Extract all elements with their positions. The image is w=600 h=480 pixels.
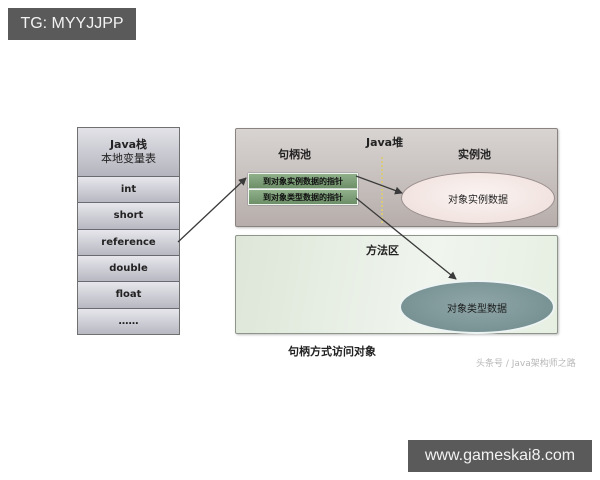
stack-cell-ellipsis: ……: [78, 308, 179, 334]
instance-pointer-box: 到对象实例数据的指针: [248, 173, 358, 189]
stack-cell-short: short: [78, 203, 179, 230]
type-data-label: 对象类型数据: [447, 303, 507, 315]
stack-subtitle: 本地变量表: [101, 152, 156, 165]
type-pointer-box: 到对象类型数据的指针: [248, 189, 358, 205]
diagram-caption: 句柄方式访问对象: [288, 345, 376, 358]
java-heap: Java堆 句柄池 实例池 到对象实例数据的指针 到对象类型数据的指针 对象实例…: [235, 128, 558, 227]
stack-header: Java栈 本地变量表: [78, 128, 179, 177]
instance-pool-label: 实例池: [458, 148, 491, 161]
watermark-bottom: www.gameskai8.com: [408, 440, 592, 472]
java-stack: Java栈 本地变量表 int short reference double f…: [77, 127, 180, 335]
instance-data-ellipse: 对象实例数据: [401, 172, 555, 224]
method-area: 方法区 对象类型数据: [235, 235, 558, 334]
stack-title: Java栈: [109, 138, 148, 151]
stack-cell-int: int: [78, 177, 179, 204]
source-credit: 头条号 / Java架构师之路: [476, 359, 576, 369]
pool-divider: [381, 157, 383, 223]
stack-cell-reference: reference: [78, 229, 179, 256]
method-area-title: 方法区: [366, 244, 399, 257]
handle-pool-label: 句柄池: [278, 148, 311, 161]
stack-cell-double: double: [78, 255, 179, 283]
watermark-top: TG: MYYJJPP: [8, 8, 136, 40]
heap-title: Java堆: [366, 136, 404, 149]
instance-data-label: 对象实例数据: [448, 194, 508, 206]
stack-cell-float: float: [78, 282, 179, 309]
type-data-ellipse: 对象类型数据: [399, 280, 555, 334]
